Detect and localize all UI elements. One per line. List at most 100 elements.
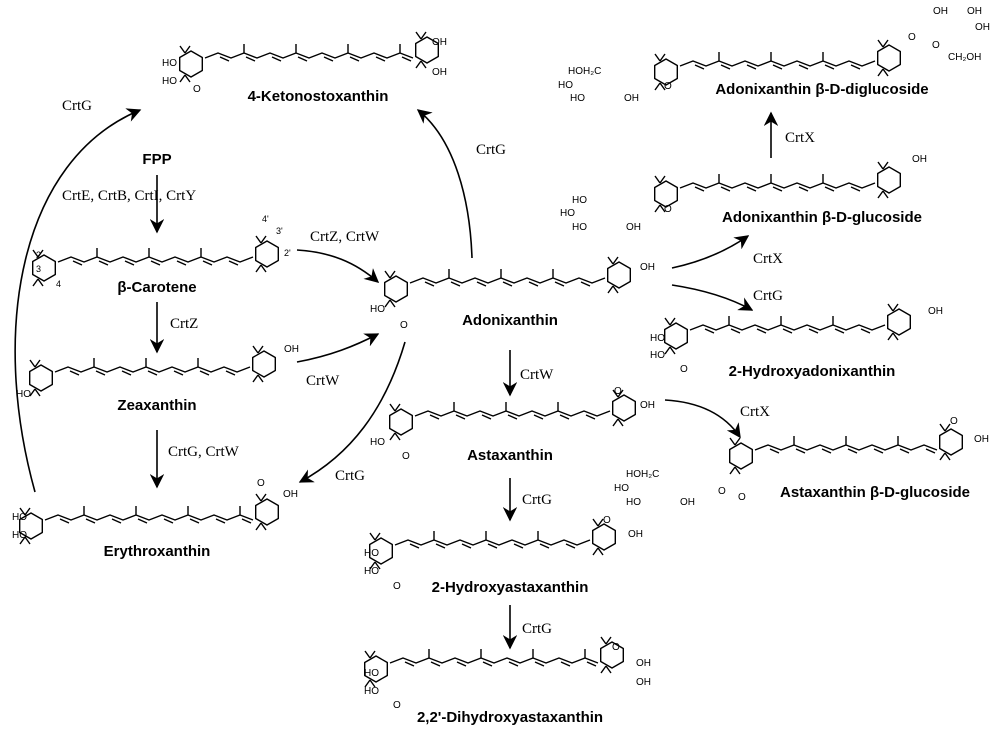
atom-o: O xyxy=(393,700,401,711)
ring-right-ery-methyls xyxy=(255,493,267,502)
atom-o: O xyxy=(664,204,672,215)
polyene-double-bonds-keto xyxy=(219,56,412,62)
ring-left-asta xyxy=(389,408,413,436)
ring-right-keto xyxy=(415,36,439,64)
atom-o: O xyxy=(257,478,265,489)
ring-left-bcar xyxy=(32,254,56,282)
ring-left-adg-methyls-b xyxy=(654,82,666,91)
polyene-chain-hasta xyxy=(394,539,591,546)
enzyme-crtz-crtw: CrtZ, CrtW xyxy=(310,229,380,245)
atom-ho: HO xyxy=(570,93,585,104)
atom-oh: OH xyxy=(628,529,643,540)
label-2-hydroxyadonixanthin: 2-Hydroxyadonixanthin xyxy=(729,363,896,380)
atom-ho: HO xyxy=(650,333,665,344)
ring-left-hadon-methyls xyxy=(664,317,676,326)
polyene-chain-hadon xyxy=(689,324,886,331)
atom-oh: OH xyxy=(975,22,990,33)
ring-left-ag-methyls xyxy=(654,175,666,184)
atom-o: O xyxy=(664,81,672,92)
arrow-ery-keto xyxy=(14,108,142,493)
arrow-adon-keto xyxy=(416,109,473,259)
atom-ho: HO xyxy=(370,437,385,448)
ring-left-adon-methyls xyxy=(384,270,396,279)
atom-ho: HO xyxy=(364,566,379,577)
enzyme-crtg-dh: CrtG xyxy=(522,621,552,637)
ring-left-adon-methyls-b xyxy=(384,299,396,308)
arrow-asta-astag xyxy=(664,399,741,439)
ring-left-ery-methyls-b xyxy=(19,536,31,545)
ring-right-bcar-methyls xyxy=(255,235,267,244)
ring-left-ag xyxy=(654,180,678,208)
arrow-adon-hadon xyxy=(671,284,754,311)
num-3p: 3' xyxy=(276,226,283,236)
arrow-adon-ery xyxy=(298,341,406,483)
ring-left-dhasta xyxy=(364,655,388,683)
ring-left-astag-methyls-b xyxy=(729,466,741,475)
ring-right-zea-methyls xyxy=(252,345,264,354)
ring-right-adg-methyls-b xyxy=(877,68,889,77)
enzyme-crtx-ag: CrtX xyxy=(753,251,783,267)
ring-right-hasta xyxy=(592,523,616,551)
ring-right-adon-methyls-b xyxy=(607,285,619,294)
ring-right-hadon-methyls-b xyxy=(887,332,899,341)
atom-o: O xyxy=(738,492,746,503)
enzyme-crtg-left: CrtG xyxy=(62,98,92,114)
ring-left-asta-methyls xyxy=(389,403,401,412)
ring-right-bcar-methyls-b xyxy=(255,264,267,273)
atom-o: O xyxy=(950,416,958,427)
atom-ho: HO xyxy=(558,80,573,91)
ring-right-keto-methyls xyxy=(415,31,427,40)
atom-oh: OH xyxy=(284,344,299,355)
ring-right-dhasta-methyls-b xyxy=(600,665,612,674)
enzyme-crtg-keto: CrtG xyxy=(476,142,506,158)
ring-right-ag-methyls-b xyxy=(877,190,889,199)
label-adonixanthin-glucoside: Adonixanthin β-D-glucoside xyxy=(722,209,922,226)
atom-ho: HO xyxy=(364,686,379,697)
ring-left-adg xyxy=(654,58,678,86)
enzyme-crteby: CrtE, CrtB, CrtI, CrtY xyxy=(62,188,196,204)
ring-left-hasta xyxy=(369,537,393,565)
atom-oh: OH xyxy=(432,37,447,48)
polyene-methyls-hadon xyxy=(728,316,834,325)
ring-right-astag-methyls xyxy=(939,423,951,432)
atom-oh: OH xyxy=(640,400,655,411)
ring-right-hasta-methyls xyxy=(592,518,604,527)
atom-ho: HO xyxy=(572,222,587,233)
label-astaxanthin-glucoside: Astaxanthin β-D-glucoside xyxy=(780,484,970,501)
ring-left-ery xyxy=(19,512,43,540)
label-fpp: FPP xyxy=(142,151,171,168)
atom-oh: OH xyxy=(933,6,948,17)
label-4-ketonostoxanthin: 4-Ketonostoxanthin xyxy=(248,88,389,105)
ring-left-astag-methyls xyxy=(729,437,741,446)
molecule-structures xyxy=(44,44,938,667)
enzyme-crtw-zea: CrtW xyxy=(306,373,340,389)
ring-right-adg-methyls xyxy=(877,39,889,48)
ring-left-dhasta-methyls xyxy=(364,650,376,659)
atom-ho: HO xyxy=(364,548,379,559)
polyene-methyls-keto xyxy=(243,44,401,53)
ring-left-zea-methyls-b xyxy=(29,388,41,397)
enzyme-crtg-hadon: CrtG xyxy=(753,288,783,304)
ring-right-hasta-methyls-b xyxy=(592,547,604,556)
ring-left-adg-methyls xyxy=(654,53,666,62)
atom-glc-ch2oh-r: CH₂OH xyxy=(948,52,981,63)
arrow-bcar-adon xyxy=(296,249,380,283)
ring-right-adon xyxy=(607,261,631,289)
polyene-double-bonds-adg xyxy=(694,64,861,70)
polyene-chain-dhasta xyxy=(389,657,599,664)
ring-right-adon-methyls xyxy=(607,256,619,265)
atom-oh: OH xyxy=(624,93,639,104)
polyene-double-bonds-asta xyxy=(429,414,596,420)
atom-oh: OH xyxy=(680,497,695,508)
polyene-methyls-asta xyxy=(453,402,559,411)
polyene-methyls-zea xyxy=(93,358,199,367)
atom-ho: HO xyxy=(650,350,665,361)
ring-right-asta-methyls xyxy=(612,389,624,398)
ring-left-bcar-methyls xyxy=(32,249,44,258)
ring-left-keto xyxy=(179,50,203,78)
atom-o: O xyxy=(193,84,201,95)
ring-left-zea xyxy=(29,364,53,392)
num-2p: 2' xyxy=(284,248,291,258)
polyene-methyls-adg xyxy=(718,52,824,61)
